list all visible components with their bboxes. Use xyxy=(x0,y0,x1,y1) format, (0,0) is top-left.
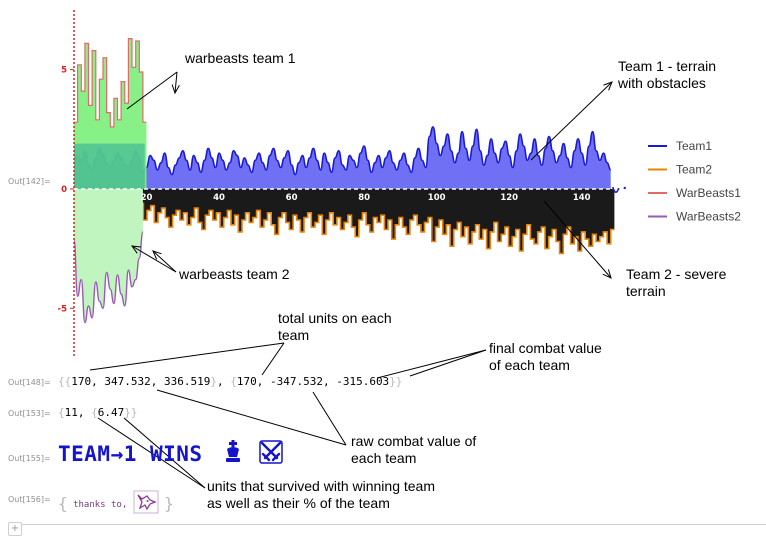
anno-wb1-leader xyxy=(126,71,178,110)
anno-team1-arrow-head xyxy=(603,81,613,91)
anno-line: final combat value xyxy=(489,340,602,356)
anno-line: each team xyxy=(351,450,417,466)
anno-surv-right xyxy=(123,417,206,489)
anno-raw-left xyxy=(156,389,347,446)
anno-wb1-arrow xyxy=(174,71,178,94)
team1-line xyxy=(73,126,612,176)
out153-result: {11, {6.47}} xyxy=(58,406,138,419)
x-tick-label: 100 xyxy=(428,193,446,203)
y-tick-label: -5 xyxy=(58,304,68,314)
anno-line: Team 2 - severe xyxy=(626,266,727,282)
team1-area xyxy=(74,126,611,189)
anno-wb1-arrow-head xyxy=(171,84,180,95)
chart-areas xyxy=(73,38,626,324)
out-label-155: Out[155]= xyxy=(8,454,51,463)
thanks-text: thanks to, xyxy=(73,500,128,510)
anno-team2-arrow-head xyxy=(602,269,612,279)
y-tick-label: 0 xyxy=(61,185,67,195)
y-tick-label: 5 xyxy=(61,66,67,76)
anno-total-left xyxy=(89,342,285,371)
anno-wb2-arrow-2-head xyxy=(152,250,162,260)
out156-result: { thanks to, } xyxy=(58,490,174,514)
out153-count: 11 xyxy=(64,406,78,419)
chart-axes: 20 40 60 80 100 120 140 5 0 -5 xyxy=(58,10,611,356)
anno-team1-arrow xyxy=(530,81,613,161)
anno-team2-terrain: Team 2 - severe terrain xyxy=(626,266,726,300)
legend-label: Team2 xyxy=(676,163,712,177)
x-tick-label: 40 xyxy=(213,193,225,203)
team1-tail-dot xyxy=(623,186,626,190)
annotation-arrows xyxy=(89,71,613,489)
team-wins-label: TEAM→1 WINS xyxy=(58,442,203,466)
team-wins-text: TEAM→1 WINS xyxy=(58,440,283,466)
out-label-142: Out[142]= xyxy=(8,177,51,186)
anno-team2-arrow xyxy=(543,200,612,279)
out148-value: 336.519 xyxy=(163,375,211,388)
anno-final-combat: final combat value of each team xyxy=(489,340,602,374)
anno-raw-combat: raw combat value of each team xyxy=(351,433,476,467)
anno-final-left xyxy=(376,349,487,379)
anno-warbeasts-team1: warbeasts team 1 xyxy=(185,50,296,66)
cell-divider xyxy=(8,524,766,525)
anno-line: as well as their % of the team xyxy=(207,495,390,511)
anno-line: team xyxy=(278,327,310,343)
x-tick-label: 140 xyxy=(573,193,591,203)
out148-value: -347.532 xyxy=(269,375,323,388)
out153-percent: 6.47 xyxy=(97,406,125,419)
anno-line: terrain xyxy=(626,283,666,299)
team1-tail xyxy=(611,186,620,194)
anno-line: Team 1 - terrain xyxy=(618,58,717,74)
anno-warbeasts-team2: warbeasts team 2 xyxy=(179,266,290,282)
legend-label: WarBeasts2 xyxy=(676,210,741,224)
crossed-swords-icon xyxy=(259,440,283,464)
anno-wb2-arrow-2 xyxy=(152,250,177,273)
anno-surv-left xyxy=(97,417,206,489)
x-tick-label: 20 xyxy=(141,193,153,203)
add-cell-button[interactable]: + xyxy=(8,522,22,536)
warbeasts2-line xyxy=(73,231,144,324)
out-label-153: Out[153]= xyxy=(8,409,51,418)
anno-line: total units on each xyxy=(278,310,392,326)
anno-wb2-arrow xyxy=(131,245,177,273)
wolf-head-icon xyxy=(133,490,159,514)
warbeasts2-area xyxy=(74,189,143,323)
anno-line: raw combat value of xyxy=(351,433,477,449)
anno-line: with obstacles xyxy=(618,75,706,91)
out148-value: 347.532 xyxy=(104,375,151,388)
out148-value: 170 xyxy=(71,375,92,388)
anno-wb2-arrow-head xyxy=(130,245,141,254)
anno-line: of each team xyxy=(489,357,570,373)
king-icon xyxy=(225,440,240,462)
team2-line xyxy=(74,197,615,255)
anno-line: units that survived with winning team xyxy=(207,478,435,494)
overlap-band xyxy=(74,143,145,189)
anno-total-right xyxy=(261,342,285,376)
out148-value: -315.603 xyxy=(336,375,390,388)
x-tick-label: 120 xyxy=(500,193,518,203)
out-label-156: Out[156]= xyxy=(8,495,51,504)
out148-value: 170 xyxy=(236,375,257,388)
x-tick-label: 60 xyxy=(286,193,298,203)
out-label-148: Out[148]= xyxy=(8,378,51,387)
anno-survived: units that survived with winning team as… xyxy=(207,478,435,512)
out148-result: {{170, 347.532, 336.519}, {170, -347.532… xyxy=(58,375,403,388)
legend-label: WarBeasts1 xyxy=(676,186,741,200)
legend-label: Team1 xyxy=(676,139,712,153)
anno-final-right xyxy=(409,349,487,377)
warbeasts1-line xyxy=(74,38,147,128)
anno-total-units: total units on each team xyxy=(278,310,392,344)
anno-team1-terrain: Team 1 - terrain with obstacles xyxy=(618,58,716,92)
x-tick-label: 80 xyxy=(358,193,370,203)
anno-raw-right xyxy=(312,391,347,446)
